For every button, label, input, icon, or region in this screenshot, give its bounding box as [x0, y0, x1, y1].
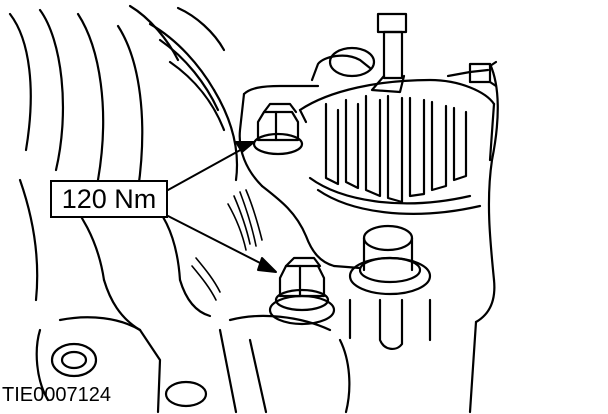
figure-code: TIE0007124	[2, 384, 111, 406]
driveshaft-boot	[8, 4, 239, 332]
bolt-upper	[252, 102, 304, 156]
sensor-plug	[348, 224, 432, 350]
torque-callout: 120 Nm	[50, 180, 168, 218]
leader-arrows	[167, 141, 277, 273]
mounting-bracket	[35, 316, 208, 414]
leader-arrow-lower-head	[257, 257, 277, 273]
gearbox-housing	[218, 62, 499, 414]
leader-arrow-upper-head	[235, 141, 255, 153]
torque-value: 120 Nm	[61, 183, 157, 214]
wire-bundle	[191, 189, 263, 301]
distributor-cap	[298, 12, 498, 215]
bolt-lower	[268, 256, 336, 326]
